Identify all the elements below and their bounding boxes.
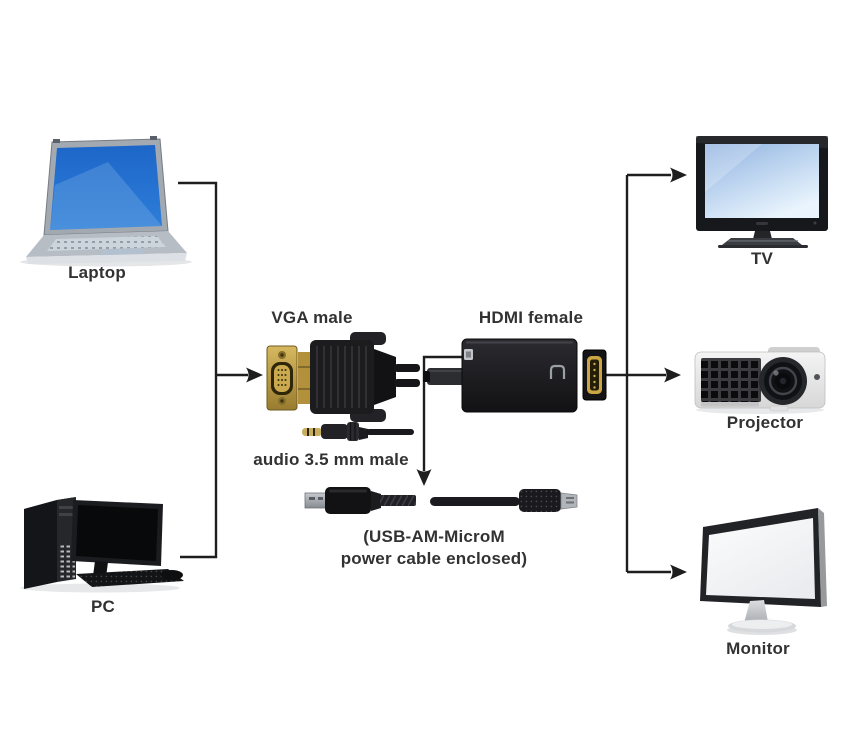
vga-housing bbox=[310, 340, 374, 414]
audio-jack-tip bbox=[302, 428, 322, 436]
usb-a-body bbox=[325, 487, 371, 514]
line-adapter-to-usb bbox=[422, 355, 462, 471]
adapter-body bbox=[461, 338, 578, 413]
monitor-screen bbox=[706, 518, 815, 599]
label-usb-line2: power cable enclosed) bbox=[340, 549, 528, 568]
label-vga-male: VGA male bbox=[271, 308, 353, 327]
projector-grille bbox=[701, 358, 761, 402]
tv-illustration bbox=[696, 136, 828, 248]
label-tv: TV bbox=[750, 249, 774, 268]
arrowheads bbox=[246, 167, 687, 580]
connector-lines bbox=[178, 173, 671, 574]
pc-monitor-screen bbox=[76, 505, 158, 561]
adapter-plug bbox=[427, 368, 467, 385]
pc-mouse bbox=[161, 570, 183, 580]
arrowhead-projector bbox=[664, 367, 681, 383]
tv-screen bbox=[705, 144, 819, 218]
usb-power-cable bbox=[304, 487, 578, 514]
projector-illustration bbox=[694, 347, 826, 414]
vga-male-connector bbox=[266, 332, 420, 422]
label-usb-cable: (USB-AM-MicroM power cable enclosed) bbox=[328, 526, 540, 570]
hdmi-adapter bbox=[423, 338, 607, 413]
label-audio: audio 3.5 mm male bbox=[253, 450, 409, 469]
micro-usb-metal bbox=[560, 492, 578, 510]
audio-jack bbox=[302, 422, 414, 441]
arrowhead-monitor bbox=[670, 564, 687, 580]
vga-cable-upper bbox=[394, 364, 420, 372]
arrowhead-usb bbox=[416, 469, 432, 486]
adapter-logo-mark bbox=[549, 364, 566, 379]
monitor-stand-neck bbox=[744, 600, 768, 623]
usb-cable-right bbox=[430, 497, 520, 506]
tv-stand-neck bbox=[753, 231, 772, 239]
label-hdmi-female: HDMI female bbox=[478, 308, 584, 327]
label-monitor: Monitor bbox=[726, 639, 790, 658]
label-pc: PC bbox=[90, 597, 116, 616]
pc-illustration bbox=[20, 497, 184, 593]
audio-cable bbox=[366, 429, 414, 435]
monitor-illustration bbox=[700, 508, 827, 635]
pc-tower-side bbox=[24, 500, 57, 589]
line-laptop-pc-bracket bbox=[178, 181, 218, 559]
vga-cable-lower bbox=[394, 379, 420, 387]
label-usb-line1: (USB-AM-MicroM bbox=[363, 527, 505, 546]
arrowhead-vga bbox=[246, 367, 263, 383]
label-projector: Projector bbox=[726, 413, 804, 432]
audio-jack-body bbox=[321, 424, 348, 439]
usb-a-metal bbox=[304, 492, 327, 509]
laptop-screen bbox=[50, 145, 162, 230]
label-laptop: Laptop bbox=[68, 263, 126, 282]
arrowhead-tv bbox=[670, 167, 687, 183]
laptop-illustration bbox=[20, 136, 192, 267]
